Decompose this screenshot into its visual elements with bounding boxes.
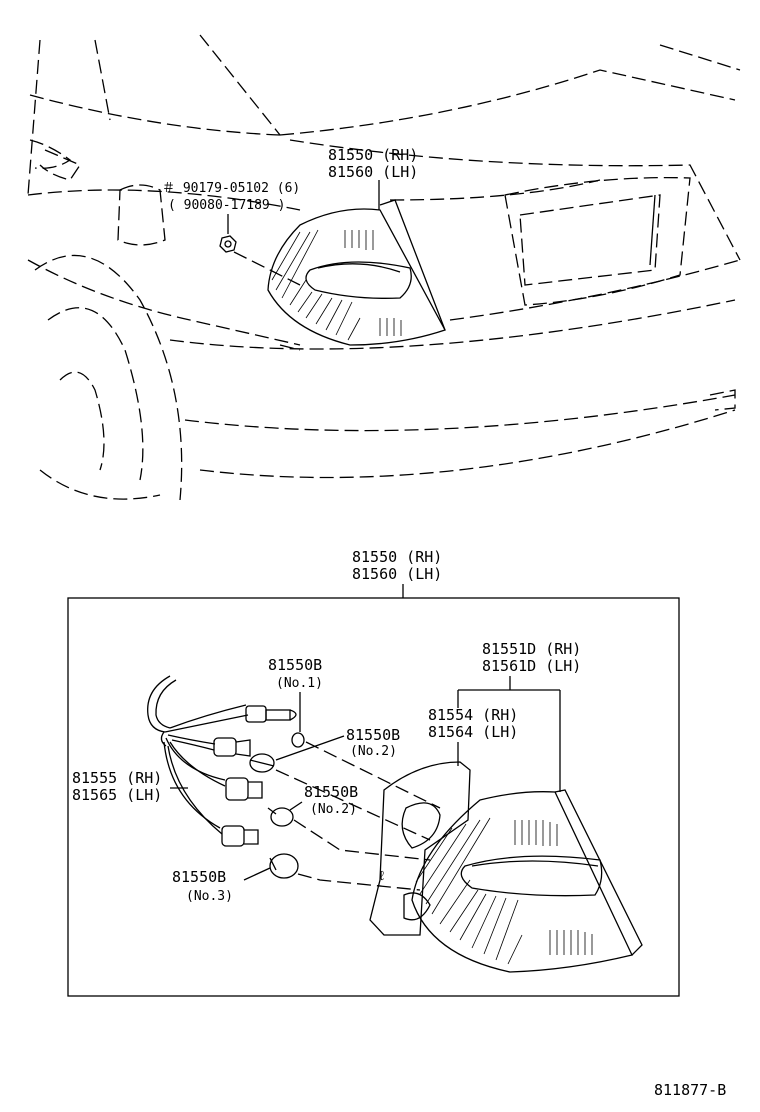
socket-wire-harness (147, 675, 249, 835)
label-assembly-rh: 81550 (RH) (352, 548, 442, 566)
label-top-lamp-rh: 81550 (RH) (328, 146, 418, 164)
label-bulb-no2a: 81550B (346, 726, 400, 744)
label-gasket-rh: 81554 (RH) (428, 706, 518, 724)
leader-line-lens (457, 676, 561, 792)
label-gasket-lh: 81564 (LH) (428, 723, 518, 741)
vehicle-rear-illustration (27, 34, 741, 501)
figure-id: 811877-B (654, 1081, 726, 1099)
label-bulb-no2b-tag: (No.2) (310, 802, 357, 817)
label-bulb-no1: 81550B (268, 656, 322, 674)
nut-icon (219, 235, 301, 286)
label-nut-alt: ( 90080-17189 ) (168, 198, 285, 213)
label-socket-lh: 81565 (LH) (72, 786, 162, 804)
socket-no2b-icon (225, 777, 294, 827)
label-lens-lh: 81561D (LH) (482, 657, 581, 675)
svg-text:ℓ: ℓ (378, 869, 386, 884)
socket-no1-icon (245, 705, 305, 748)
label-top-lamp-lh: 81560 (LH) (328, 163, 418, 181)
label-lens-rh: 81551D (RH) (482, 640, 581, 658)
tail-lamp-installed (267, 199, 446, 346)
label-bulb-no2a-tag: (No.2) (350, 744, 397, 759)
socket-no3-icon (221, 825, 299, 879)
label-bulb-no3-tag: (No.3) (186, 889, 233, 904)
label-socket-rh: 81555 (RH) (72, 769, 162, 787)
gasket: ℓ (369, 761, 471, 936)
lamp-lens (411, 789, 643, 973)
label-assembly-lh: 81560 (LH) (352, 565, 442, 583)
label-bulb-no2b: 81550B (304, 783, 358, 801)
socket-no2a-icon (213, 737, 275, 773)
label-bulb-no3: 81550B (172, 868, 226, 886)
leader-line-bulb-no2a (275, 735, 345, 761)
leader-line-bulb-no3 (243, 867, 271, 881)
leader-line-bulb-no2b (289, 801, 303, 811)
label-bulb-no1-tag: (No.1) (276, 676, 323, 691)
label-nut-part: ＃ 90179-05102 (6) (162, 181, 300, 196)
exploded-view-frame (67, 597, 680, 997)
